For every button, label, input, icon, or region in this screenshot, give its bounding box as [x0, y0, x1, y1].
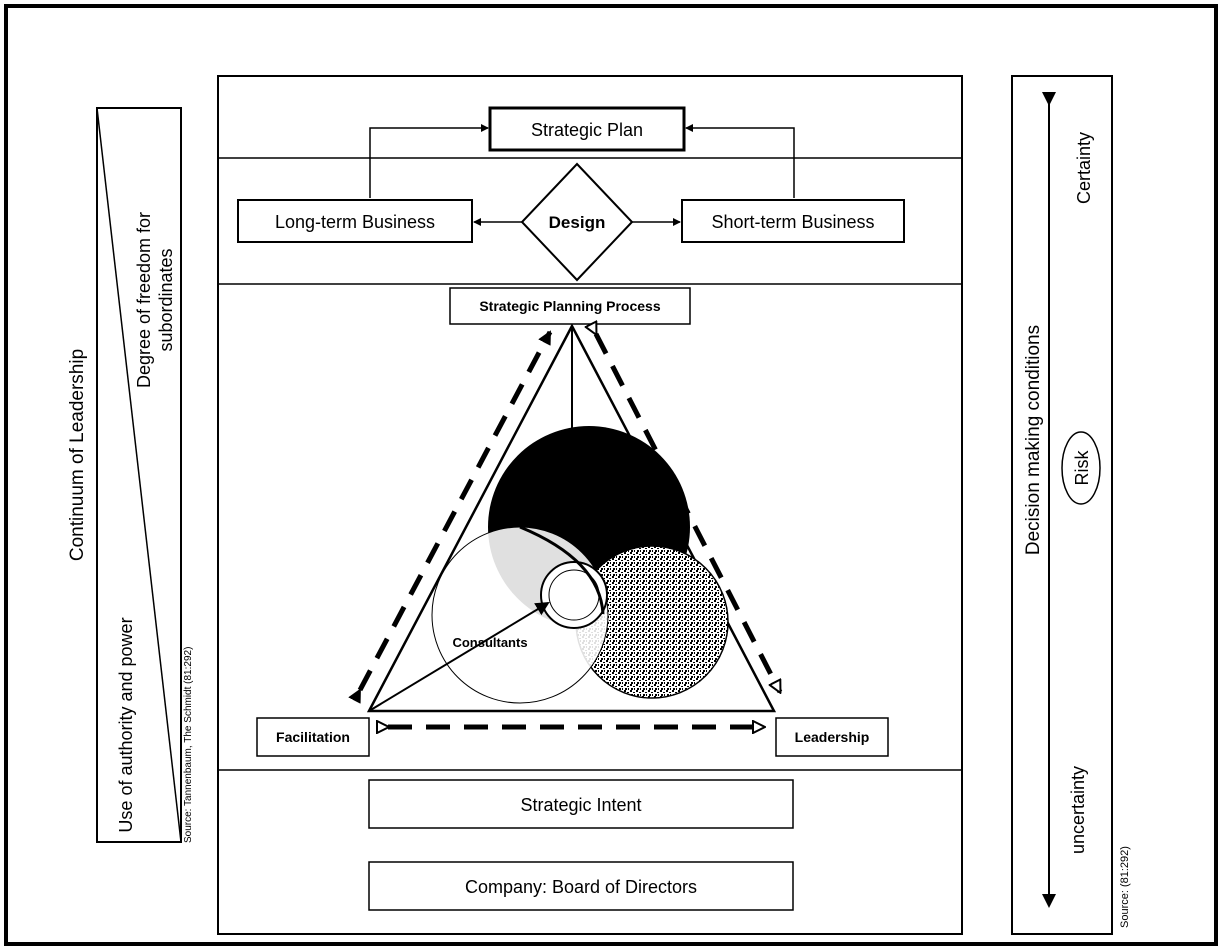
- dashed-arrow-right-down: [596, 334, 783, 692]
- facilitation-box: [256, 717, 370, 757]
- center-frame: [217, 75, 963, 935]
- design-diamond: [520, 162, 634, 282]
- leadership-label: Leadership: [795, 729, 870, 745]
- risk-oval: [1061, 431, 1101, 505]
- right-source-label: Source: (81:292): [1119, 846, 1131, 928]
- risk-label: Risk: [1072, 450, 1092, 486]
- company-board-box: [368, 861, 794, 911]
- planning-process-box: [449, 287, 691, 325]
- left-panel: Continuum of Leadership Degree of freedo…: [67, 107, 194, 843]
- planning-process-label: Strategic Planning Process: [479, 298, 660, 314]
- decision-box: [1011, 75, 1113, 935]
- outer-frame: [4, 4, 1218, 946]
- design-label: Design: [549, 213, 606, 232]
- arrow-short-to-plan: [685, 124, 795, 198]
- long-term-box: [237, 199, 473, 243]
- strategic-plan-label: Strategic Plan: [531, 120, 643, 140]
- strategic-plan-box: [488, 106, 686, 152]
- uncertainty-label: uncertainty: [1068, 766, 1088, 854]
- right-panel: Decision making conditions Certainty Ris…: [1011, 75, 1131, 935]
- continuum-diagonal: [96, 107, 182, 843]
- left-source-label: Source: Tannenbaum, The Schmidt (81:292): [183, 647, 194, 843]
- leadership-box: [775, 717, 889, 757]
- facilitation-label: Facilitation: [276, 729, 350, 745]
- company-board-label: Company: Board of Directors: [465, 877, 697, 897]
- venn-circles: [431, 426, 729, 704]
- continuum-box: [96, 107, 182, 843]
- long-term-label: Long-term Business: [275, 212, 435, 232]
- degree-freedom-label-line2: subordinates: [156, 248, 176, 351]
- degree-freedom-label-line1: Degree of freedom for: [134, 212, 154, 388]
- center-panel: Strategic Plan Long-term Business Short-…: [217, 75, 963, 935]
- short-term-box: [681, 199, 905, 243]
- certainty-label: Certainty: [1074, 132, 1094, 204]
- authority-power-label: Use of authority and power: [116, 617, 136, 832]
- dashed-arrow-left-up: [348, 330, 553, 704]
- arrow-long-to-plan: [369, 124, 489, 198]
- strategic-intent-box: [368, 779, 794, 829]
- strategic-intent-label: Strategic Intent: [520, 795, 641, 815]
- short-term-label: Short-term Business: [711, 212, 874, 232]
- continuum-leadership-label: Continuum of Leadership: [67, 349, 88, 561]
- decision-conditions-label: Decision making conditions: [1023, 325, 1044, 555]
